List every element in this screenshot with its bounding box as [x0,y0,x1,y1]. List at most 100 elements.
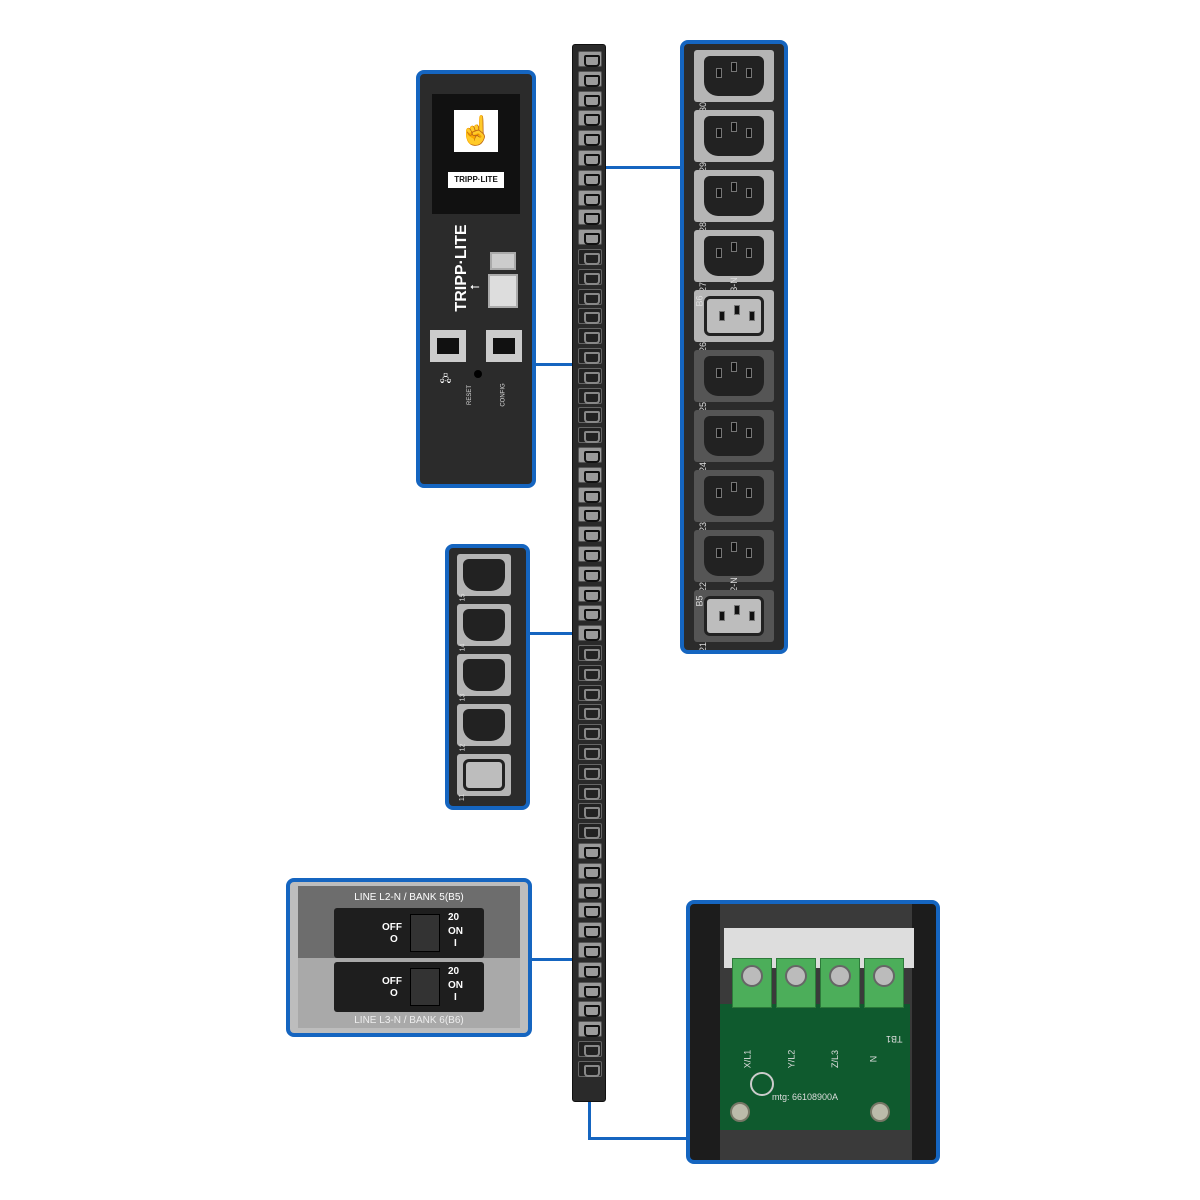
outlet-number: 21 [698,641,709,653]
outlet-pin [716,548,722,558]
strip-outlet[interactable] [578,90,602,107]
strip-outlet[interactable] [578,189,602,206]
strip-outlet[interactable] [578,387,602,404]
strip-outlet[interactable] [578,783,602,800]
strip-outlet[interactable] [578,961,602,978]
terminal-3[interactable] [820,958,860,1008]
network-port[interactable] [430,330,466,362]
outlet-pin [746,368,752,378]
strip-outlet[interactable] [578,882,602,899]
outlet-pin [746,428,752,438]
outlet-socket [704,596,764,636]
outlet-30[interactable] [694,50,774,102]
terminal-2[interactable] [776,958,816,1008]
strip-outlet[interactable] [578,268,602,285]
strip-outlet[interactable] [578,1001,602,1018]
outlet-socket [463,659,505,691]
strip-outlet[interactable] [578,645,602,661]
strip-outlet[interactable] [578,130,602,147]
breaker-toggle[interactable] [410,968,440,1006]
strip-outlet[interactable] [578,684,602,701]
config-port[interactable] [486,330,522,362]
strip-outlet[interactable] [578,466,602,483]
strip-outlet[interactable] [578,664,602,681]
strip-outlet[interactable] [578,150,602,166]
network-icon: 🖧 [440,374,452,385]
outlet-29[interactable] [694,110,774,162]
terminal-4[interactable] [864,958,904,1008]
strip-outlet[interactable] [578,565,602,582]
strip-outlet[interactable] [578,229,602,246]
strip-outlet[interactable] [578,823,602,840]
usb-a-ports[interactable] [488,274,518,308]
outlet-11[interactable] [457,754,511,796]
outlet-23[interactable] [694,470,774,522]
strip-outlet[interactable] [578,1060,602,1077]
strip-outlet[interactable] [578,328,602,345]
strip-outlet[interactable] [578,625,602,642]
strip-outlet[interactable] [578,902,602,919]
strip-outlet[interactable] [578,546,602,562]
reset-button[interactable] [474,370,482,378]
strip-outlet[interactable] [578,169,602,186]
strip-outlet[interactable] [578,367,602,384]
outlet-socket [704,356,764,396]
strip-outlet[interactable] [578,308,602,325]
strip-outlet[interactable] [578,348,602,364]
outlet-socket [704,296,764,336]
strip-outlet[interactable] [578,605,602,622]
terminal-1[interactable] [732,958,772,1008]
strip-outlet[interactable] [578,744,602,760]
outlet-24[interactable] [694,410,774,462]
strip-outlet[interactable] [578,70,602,87]
terminal-screw-icon [741,965,763,987]
strip-outlet[interactable] [578,843,602,859]
strip-outlet[interactable] [578,427,602,444]
strip-outlet[interactable] [578,526,602,543]
strip-outlet[interactable] [578,763,602,780]
strip-outlet[interactable] [578,51,602,67]
terminal-screw-icon [785,965,807,987]
outlet-26[interactable] [694,290,774,342]
outlet-pin [731,182,737,192]
outlet-15[interactable] [457,554,511,596]
strip-outlet[interactable] [578,922,602,939]
strip-outlet[interactable] [578,1041,602,1057]
strip-outlet[interactable] [578,981,602,998]
outlet-28[interactable] [694,170,774,222]
strip-outlet[interactable] [578,249,602,265]
usb-b-port[interactable] [490,252,516,270]
connector-line [606,166,684,169]
strip-outlet[interactable] [578,585,602,602]
outlet-21[interactable] [694,590,774,642]
breaker-toggle[interactable] [410,914,440,952]
outlet-25[interactable] [694,350,774,402]
outlet-14[interactable] [457,604,511,646]
outlet-number: 14 [459,643,467,652]
strip-outlet[interactable] [578,1021,602,1038]
strip-outlet[interactable] [578,288,602,305]
strip-outlet[interactable] [578,209,602,226]
outlet-22[interactable] [694,530,774,582]
strip-outlet[interactable] [578,486,602,503]
outlet-13[interactable] [457,654,511,696]
strip-outlet[interactable] [578,724,602,741]
outlet-12[interactable] [457,704,511,746]
strip-outlet[interactable] [578,407,602,424]
strip-outlet[interactable] [578,506,602,523]
strip-outlet[interactable] [578,704,602,721]
strip-outlet[interactable] [578,942,602,958]
strip-outlet[interactable] [578,110,602,127]
outlet-number: 15 [459,593,467,602]
outlet-pin [749,611,755,621]
outlet-pin [746,248,752,258]
connector-line [588,1137,690,1140]
strip-outlet[interactable] [578,447,602,463]
outlet-socket [704,116,764,156]
strip-outlet[interactable] [578,803,602,820]
outlet-27[interactable] [694,230,774,282]
strip-outlet[interactable] [578,862,602,879]
breaker-bottom-label: LINE L3-N / BANK 6(B6) [354,1015,464,1026]
